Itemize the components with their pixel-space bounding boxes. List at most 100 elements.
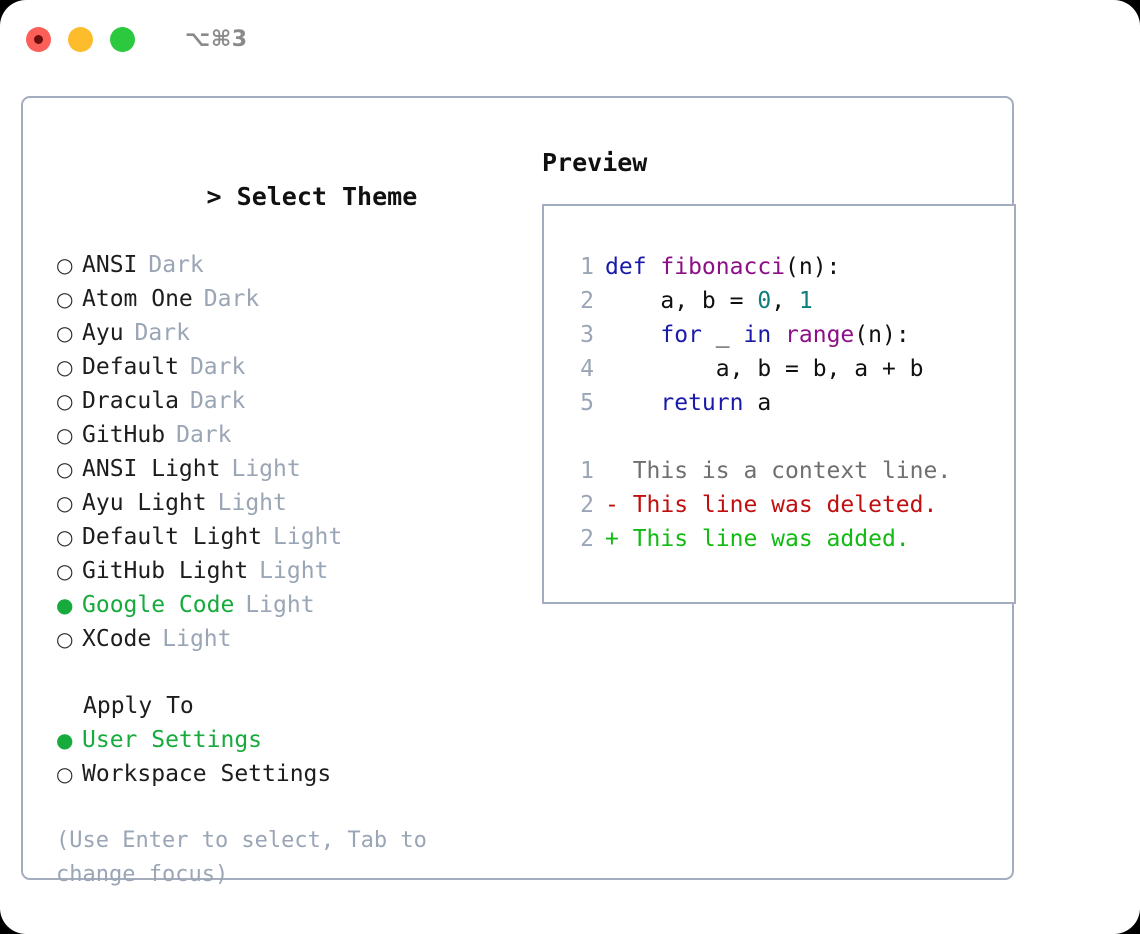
- code-token-fn: fibonacci: [660, 254, 786, 280]
- apply-to-option-label: User Settings: [82, 727, 263, 753]
- apply-to-option-user-settings[interactable]: ● User Settings: [56, 723, 518, 757]
- window-controls: [26, 26, 135, 52]
- radio-unselected-icon: ○: [56, 627, 74, 651]
- code-token-num: 0: [757, 288, 772, 314]
- theme-option-label: XCode: [82, 626, 152, 652]
- close-button[interactable]: [26, 26, 51, 52]
- code-token-plain: ,: [771, 288, 799, 314]
- code-text: def fibonacci(n):: [605, 250, 840, 284]
- theme-option-ayu-light[interactable]: ○ Ayu Light Light: [56, 486, 518, 520]
- theme-variant-tag: Dark: [176, 422, 232, 448]
- theme-option-label: Default Light: [82, 524, 263, 550]
- theme-option-label: ANSI Light: [82, 456, 221, 482]
- line-number: 1: [580, 458, 594, 484]
- code-token-plain: [605, 322, 660, 348]
- theme-variant-tag: Dark: [189, 388, 246, 414]
- diff-text-ctx: This is a context line.: [605, 458, 952, 484]
- theme-variant-tag: Light: [245, 592, 315, 618]
- minimize-button[interactable]: [68, 26, 93, 52]
- theme-option-label: GitHub: [82, 422, 166, 448]
- theme-variant-tag: Light: [273, 524, 343, 550]
- radio-unselected-icon: ○: [56, 287, 74, 311]
- radio-selected-icon: ●: [56, 728, 74, 752]
- maximize-button[interactable]: [110, 26, 135, 52]
- code-text: a, b = 0, 1: [605, 284, 812, 318]
- diff-line: 1 This is a context line.: [560, 454, 1014, 488]
- radio-unselected-icon: ○: [56, 457, 74, 481]
- code-line: 4 a, b = b, a + b: [560, 352, 1014, 386]
- apply-to-option-list[interactable]: ● User Settings ○Workspace Settings: [56, 723, 518, 791]
- theme-variant-tag: Dark: [148, 252, 204, 278]
- line-number: 2: [580, 492, 594, 518]
- code-token-kw: def: [605, 254, 661, 280]
- diff-line: 2+ This line was added.: [560, 522, 1014, 556]
- theme-variant-tag: Light: [231, 456, 301, 482]
- keyboard-shortcut-label: ⌥⌘3: [185, 26, 248, 52]
- spacer: [560, 420, 1014, 454]
- theme-option-atom-one[interactable]: ○ Atom One Dark: [56, 282, 518, 316]
- theme-variant-tag: Light: [259, 558, 329, 584]
- line-number: 3: [580, 322, 594, 348]
- radio-unselected-icon: ○: [56, 389, 74, 413]
- line-number: 4: [580, 356, 594, 382]
- code-line: 3 for _ in range(n):: [560, 318, 1014, 352]
- theme-option-ansi[interactable]: ○ ANSI Dark: [56, 248, 518, 282]
- prompt-caret-icon: >: [206, 182, 222, 211]
- theme-option-ansi-light[interactable]: ○ ANSI Light Light: [56, 452, 518, 486]
- code-token-plain: a, b =: [605, 288, 758, 314]
- radio-unselected-icon: ○: [56, 253, 74, 277]
- theme-option-label: Ayu: [82, 320, 124, 346]
- apply-to-option-workspace-settings[interactable]: ○Workspace Settings: [56, 757, 518, 791]
- code-token-plain: (n):: [854, 322, 910, 348]
- code-line: 5 return a: [560, 386, 1014, 420]
- code-text: a, b = b, a + b: [605, 352, 924, 386]
- keyboard-hint-text: (Use Enter to select, Tab to change focu…: [56, 828, 441, 887]
- theme-option-label: Atom One: [82, 286, 193, 312]
- preview-heading: Preview: [542, 148, 648, 177]
- radio-unselected-icon: ○: [56, 321, 74, 345]
- radio-unselected-icon: ○: [56, 762, 74, 786]
- theme-variant-tag: Dark: [189, 354, 246, 380]
- theme-variant-tag: Light: [217, 490, 287, 516]
- code-token-kw: return: [660, 390, 744, 416]
- code-token-fn: range: [785, 322, 855, 348]
- line-number: 2: [580, 288, 594, 314]
- code-token-kw: in: [743, 322, 772, 348]
- code-token-kw: for: [660, 322, 702, 348]
- code-text: for _ in range(n):: [605, 318, 910, 352]
- theme-variant-tag: Dark: [134, 320, 190, 346]
- theme-variant-tag: Dark: [203, 286, 260, 312]
- code-token-plain: (n):: [785, 254, 841, 280]
- diff-text-del: - This line was deleted.: [605, 492, 938, 518]
- radio-selected-icon: ●: [56, 593, 74, 617]
- code-token-plain: [771, 322, 785, 348]
- code-token-plain: _: [701, 322, 744, 348]
- diff-sample: 1 This is a context line. 2 - This line wa…: [560, 454, 1014, 556]
- radio-unselected-icon: ○: [56, 355, 74, 379]
- radio-unselected-icon: ○: [56, 559, 74, 583]
- code-text: return a: [605, 386, 771, 420]
- line-number: 2: [580, 526, 594, 552]
- theme-option-ayu[interactable]: ○ Ayu Dark: [56, 316, 518, 350]
- line-number: 5: [580, 390, 594, 416]
- theme-option-label: Ayu Light: [82, 490, 207, 516]
- theme-option-label: ANSI: [82, 252, 138, 278]
- select-theme-title: Select Theme: [236, 182, 418, 211]
- title-bar: ⌥⌘3: [0, 0, 1140, 78]
- radio-unselected-icon: ○: [56, 491, 74, 515]
